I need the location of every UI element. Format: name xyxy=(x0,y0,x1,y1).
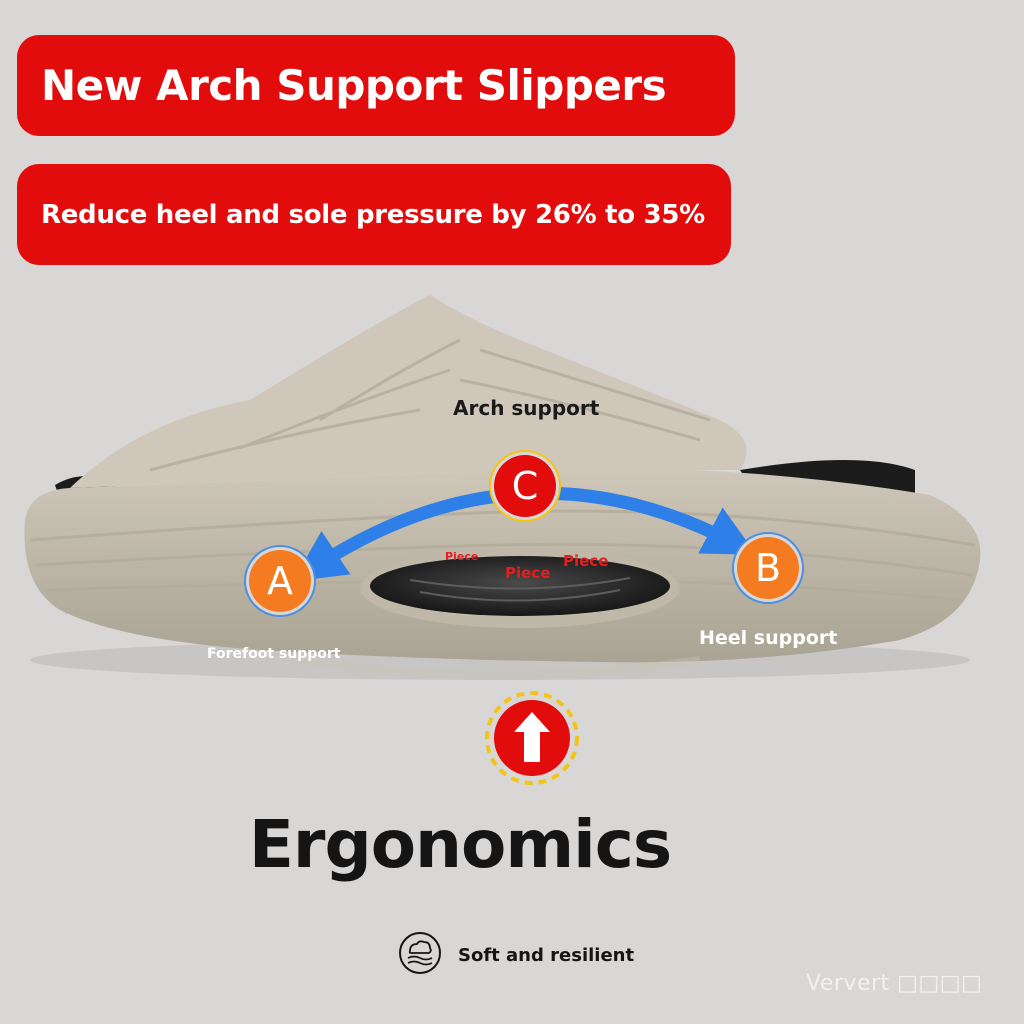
piece-label: Piece xyxy=(563,552,609,570)
feature-label: Soft and resilient xyxy=(458,944,635,966)
page-subtitle: Reduce heel and sole pressure by 26% to … xyxy=(41,199,705,230)
page-title: New Arch Support Slippers xyxy=(41,61,667,110)
heel-marker: B xyxy=(737,537,799,599)
heel-support-label: Heel support xyxy=(699,627,838,649)
arch-support-label: Arch support xyxy=(453,396,600,420)
forefoot-support-label: Forefoot support xyxy=(207,646,341,662)
forefoot-marker: A xyxy=(249,550,311,612)
piece-label: Piece xyxy=(505,564,551,582)
cushion-icon xyxy=(398,931,442,979)
title-banner: New Arch Support Slippers xyxy=(17,35,735,136)
subtitle-banner: Reduce heel and sole pressure by 26% to … xyxy=(17,164,731,265)
arch-marker: C xyxy=(494,455,556,517)
arrow-up-icon xyxy=(484,690,580,790)
watermark: Ververt □□□□ xyxy=(806,971,983,996)
piece-label: Piece xyxy=(445,550,479,563)
ergonomics-heading: Ergonomics xyxy=(248,806,672,883)
feature-row: Soft and resilient xyxy=(398,931,634,979)
